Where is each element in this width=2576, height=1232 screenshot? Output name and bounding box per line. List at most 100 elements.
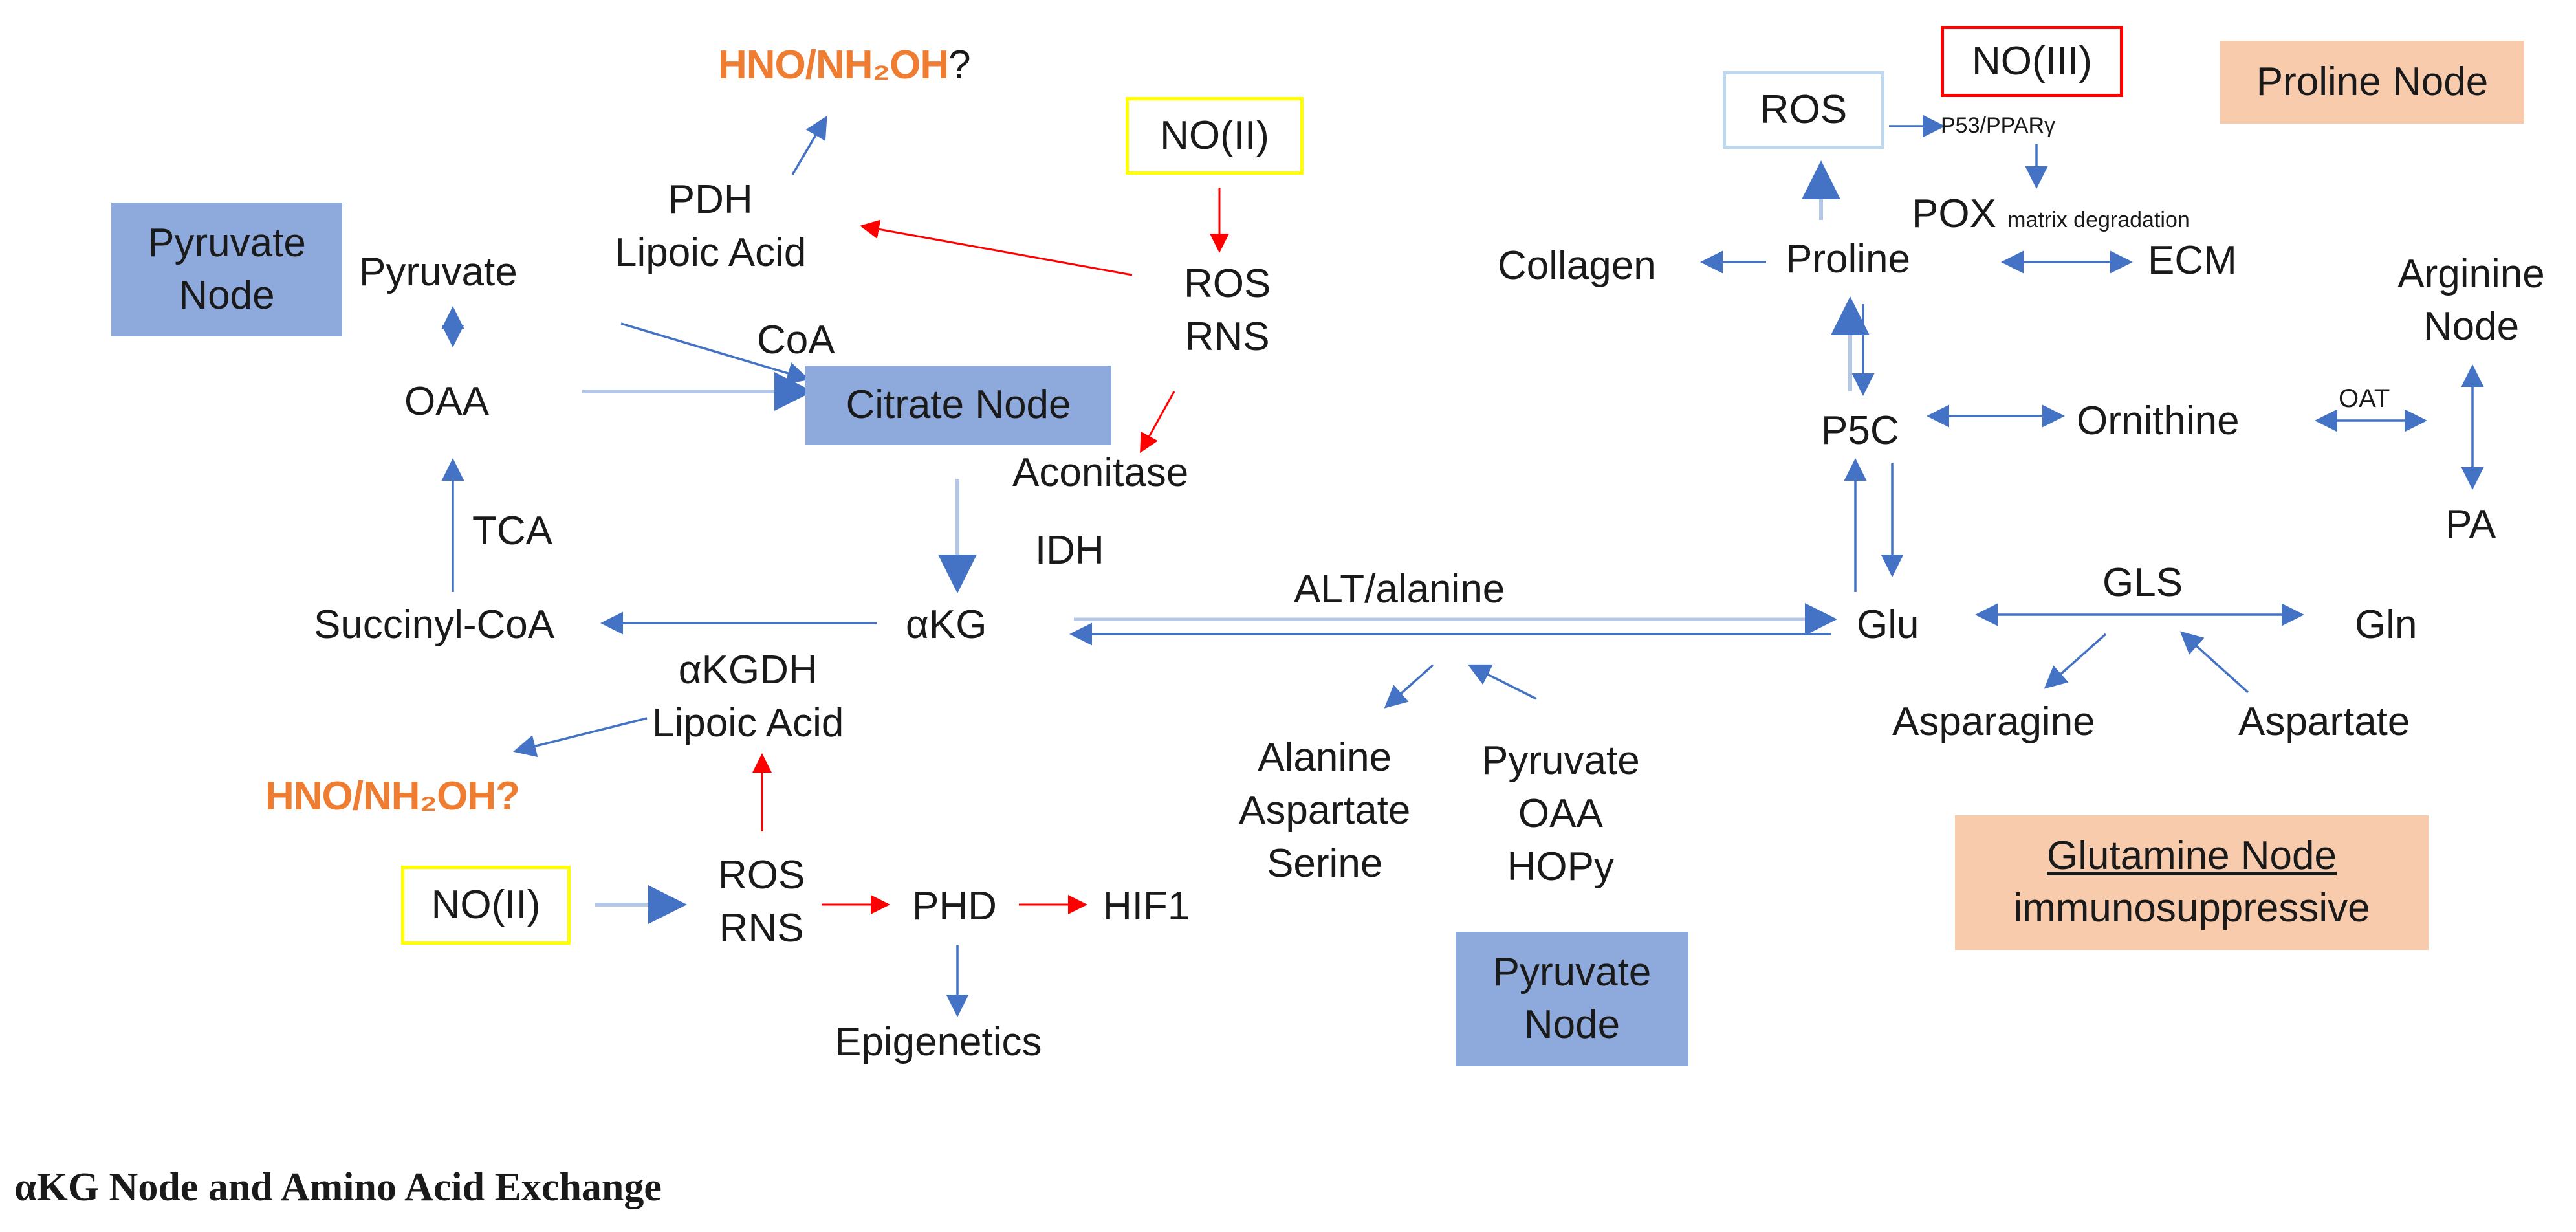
ros-rns-bottom-line2: RNS <box>719 905 804 951</box>
alt-alanine-label: ALT/alanine <box>1294 563 1505 616</box>
phd-text: PHD <box>912 884 997 929</box>
alanine-group-line2: Aspartate <box>1239 787 1411 833</box>
succinyl-coa-label: Succinyl-CoA <box>314 599 554 652</box>
pyruvate-text: Pyruvate <box>359 250 518 294</box>
ros-rns-top-label: ROS RNS <box>1184 258 1271 364</box>
oaa-text: OAA <box>404 379 489 424</box>
hif1-text: HIF1 <box>1103 884 1190 929</box>
ros-rns-top-line2: RNS <box>1184 314 1270 359</box>
arrow-to-alanine-group <box>1384 664 1434 709</box>
proline-node: Proline Node <box>2220 41 2524 124</box>
ros-rns-bottom-label: ROS RNS <box>718 849 805 955</box>
pyruvate-node-left: Pyruvate Node <box>111 203 342 336</box>
ros-rns-bottom-line1: ROS <box>718 853 805 897</box>
glu-text: Glu <box>1857 602 1919 647</box>
pdh-line2: Lipoic Acid <box>615 230 807 275</box>
matrix-degradation-text: matrix degradation <box>2007 208 2190 232</box>
collagen-label: Collagen <box>1498 239 1656 292</box>
ecm-label: ECM <box>2148 234 2237 287</box>
p5c-label: P5C <box>1821 404 1899 457</box>
pyruvate-label: Pyruvate <box>359 246 518 299</box>
ros-box: ROS <box>1723 71 1884 149</box>
collagen-text: Collagen <box>1498 243 1656 288</box>
hno-top-label: HNO/NH₂OH? <box>718 39 971 92</box>
gln-label: Gln <box>2355 599 2417 652</box>
figure-caption: αKG Node and Amino Acid Exchange <box>14 1165 662 1209</box>
hno-top-question: ? <box>948 43 971 87</box>
pyruvate-node-left-line1: Pyruvate <box>147 220 306 265</box>
phd-label: PHD <box>912 880 997 933</box>
tca-text: TCA <box>472 509 552 553</box>
no3-box: NO(III) <box>1941 26 2123 97</box>
red-arrow-rosrns-to-pdh <box>860 219 1133 276</box>
aconitase-label: Aconitase <box>1012 446 1188 500</box>
proline-label: Proline <box>1785 233 1910 286</box>
idh-text: IDH <box>1035 528 1104 573</box>
pyruvate-node-bottom-line2: Node <box>1523 1002 1621 1047</box>
pyruvate-group-line3: HOPy <box>1507 844 1615 889</box>
arrow-pyruvate-to-citrate <box>620 322 810 384</box>
pox-text: POX <box>1912 192 1996 236</box>
proline-text: Proline <box>1785 237 1910 281</box>
gln-text: Gln <box>2355 602 2418 647</box>
oat-text: OAT <box>2339 384 2390 413</box>
no2-top-box: NO(II) <box>1126 97 1304 175</box>
p5c-text: P5C <box>1821 408 1899 453</box>
gls-label: GLS <box>2102 556 2183 610</box>
akg-text: αKG <box>906 602 987 647</box>
arginine-node-line1: Arginine <box>2397 252 2545 297</box>
hif1-label: HIF1 <box>1103 880 1190 933</box>
pa-text: PA <box>2445 502 2496 547</box>
akgdh-line2: Lipoic Acid <box>652 700 844 745</box>
aconitase-text: Aconitase <box>1012 450 1189 495</box>
citrate-node-label: Citrate Node <box>846 382 1071 428</box>
arrow-pdh-to-hno <box>791 115 827 175</box>
no3-label: NO(III) <box>1972 38 2092 83</box>
akg-label: αKG <box>906 599 987 652</box>
epigenetics-text: Epigenetics <box>835 1020 1042 1064</box>
pa-label: PA <box>2445 498 2496 551</box>
pyruvate-group-label: Pyruvate OAA HOPy <box>1481 734 1640 893</box>
ornithine-text: Ornithine <box>2077 399 2240 443</box>
pyruvate-group-line2: OAA <box>1518 791 1603 836</box>
pdh-label: PDH Lipoic Acid <box>615 173 806 280</box>
glutamine-node-title: Glutamine Node <box>2046 833 2337 879</box>
pyruvate-node-bottom: Pyruvate Node <box>1456 932 1688 1066</box>
pox-label: POX matrix degradation <box>1912 188 2190 241</box>
alanine-group-label: Alanine Aspartate Serine <box>1239 731 1410 890</box>
alanine-group-line1: Alanine <box>1258 735 1392 780</box>
asparagine-label: Asparagine <box>1892 696 2095 749</box>
pyruvate-node-left-line2: Node <box>179 272 275 318</box>
oat-label: OAT <box>2339 382 2390 416</box>
coa-text: CoA <box>757 318 835 362</box>
no2-bottom-box: NO(II) <box>401 866 571 945</box>
arrow-from-pyruvate-group <box>1467 664 1537 700</box>
aspartate-label: Aspartate <box>2238 696 2410 749</box>
citrate-node: Citrate Node <box>805 366 1111 445</box>
arrow-from-aspartate <box>2179 631 2249 694</box>
arrow-akgdh-to-hno <box>513 717 648 758</box>
arrow-to-asparagine <box>2044 633 2107 689</box>
ros-rns-top-line1: ROS <box>1184 261 1271 306</box>
glutamine-node: Glutamine Node immunosuppressive <box>1955 815 2429 950</box>
glutamine-node-subtitle: immunosuppressive <box>2013 886 2370 930</box>
hno-bottom-text: HNO/NH₂OH? <box>265 774 520 819</box>
alanine-group-line3: Serine <box>1267 841 1383 886</box>
tca-label: TCA <box>472 505 552 558</box>
p53-label: P53/PPARγ <box>1941 111 2055 140</box>
ornithine-label: Ornithine <box>2077 395 2240 448</box>
red-arrow-rosrns-to-aconitase <box>1140 391 1175 454</box>
hno-bottom-label: HNO/NH₂OH? <box>265 770 520 823</box>
pdh-line1: PDH <box>668 177 753 222</box>
arginine-node: Arginine Node <box>2374 246 2568 356</box>
ros-box-label: ROS <box>1760 87 1848 132</box>
idh-label: IDH <box>1035 524 1104 577</box>
coa-label: CoA <box>757 314 835 367</box>
no2-top-label: NO(II) <box>1160 113 1269 158</box>
asparagine-text: Asparagine <box>1892 699 2095 744</box>
pyruvate-group-line1: Pyruvate <box>1481 738 1640 783</box>
ecm-text: ECM <box>2148 238 2237 283</box>
glu-label: Glu <box>1857 599 1919 652</box>
aspartate-text: Aspartate <box>2238 699 2410 744</box>
